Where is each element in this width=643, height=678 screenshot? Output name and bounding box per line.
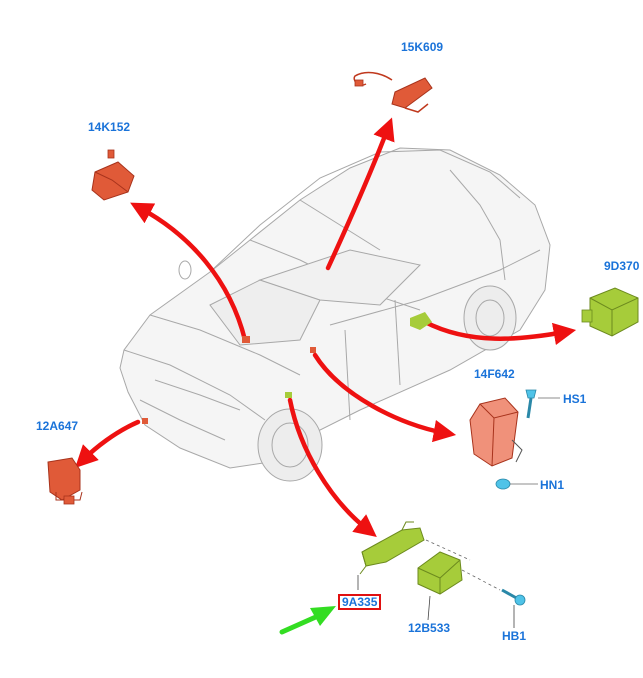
- part-HS1: [525, 389, 560, 419]
- marker-12A647-location: [142, 418, 148, 424]
- leader-lines: [357, 575, 515, 628]
- label-9A335-highlighted: 9A335: [338, 594, 382, 610]
- connector-arrows: [75, 117, 577, 537]
- marker-9D370-location: [410, 312, 432, 330]
- label-12B533: 12B533: [408, 621, 451, 635]
- arrow-to-14K152: [130, 202, 248, 343]
- arrow-to-12A647: [75, 419, 141, 468]
- marker-14F642-location: [310, 347, 316, 353]
- part-9A335: [359, 521, 471, 575]
- part-14F642: [469, 397, 523, 467]
- label-15K609: 15K609: [401, 40, 444, 54]
- car-location-markers: [142, 312, 432, 424]
- part-15K609: [353, 71, 433, 113]
- marker-14K152-location: [242, 336, 250, 343]
- label-12A647: 12A647: [36, 419, 79, 433]
- green-pointer-arrow: [279, 606, 336, 635]
- label-HB1: HB1: [502, 629, 527, 643]
- label-HN1: HN1: [540, 478, 565, 492]
- label-14F642: 14F642: [474, 367, 515, 381]
- arrow-to-9A335: [287, 397, 377, 537]
- part-12A647: [47, 457, 83, 505]
- part-14K152: [91, 149, 135, 201]
- label-HS1: HS1: [563, 392, 587, 406]
- part-HN1: [495, 478, 538, 490]
- car-body: [119, 147, 551, 482]
- label-9D370: 9D370: [604, 259, 640, 273]
- part-9D370: [581, 287, 639, 337]
- arrow-to-9D370: [422, 319, 577, 346]
- label-14K152: 14K152: [88, 120, 131, 134]
- part-HB1: [501, 588, 526, 606]
- marker-9A335-location: [285, 392, 292, 398]
- leader-12B533: [427, 595, 431, 621]
- arrow-to-15K609: [325, 117, 395, 271]
- arrow-to-14F642: [312, 352, 457, 443]
- part-12B533: [417, 551, 501, 595]
